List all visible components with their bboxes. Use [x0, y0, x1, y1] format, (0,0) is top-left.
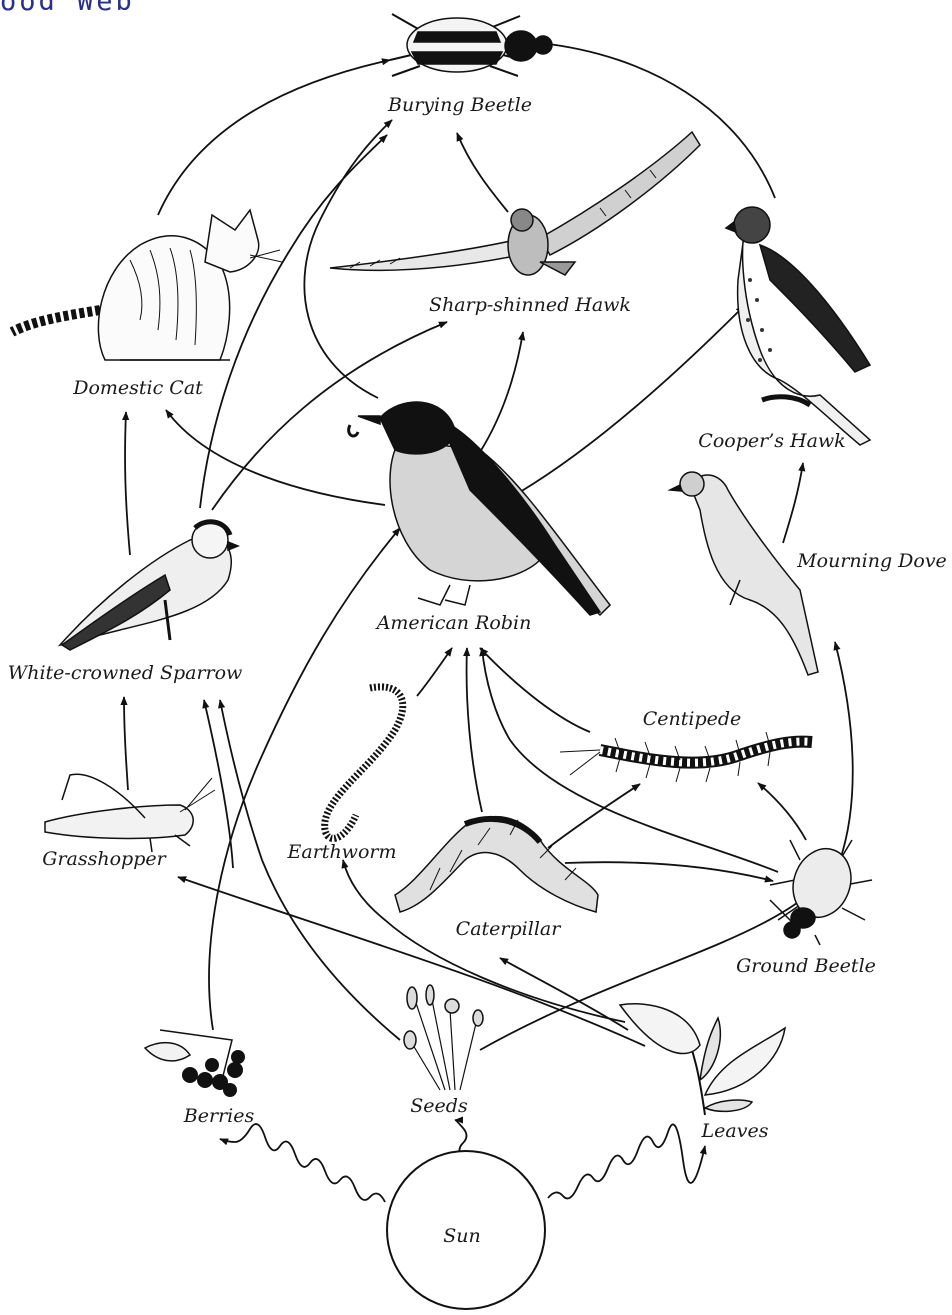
label-american-robin: American Robin [377, 612, 532, 634]
arrow-sharpshinned-to-beetle [457, 133, 508, 212]
arrow-caterpillar-to-groundbeetle [565, 862, 773, 881]
white-crowned-sparrow-picture [60, 522, 238, 650]
label-berries: Berries [184, 1105, 254, 1127]
centipede-picture [560, 732, 812, 782]
label-caterpillar: Caterpillar [456, 918, 561, 940]
label-mourning-dove: Mourning Dove [797, 550, 947, 572]
caterpillar-picture [395, 817, 598, 912]
label-burying-beetle: Burying Beetle [388, 94, 532, 116]
arrow-robin-to-cat [166, 410, 385, 505]
ray-sun-to-berries [220, 1124, 385, 1202]
berries-picture [145, 1030, 245, 1097]
label-grasshopper: Grasshopper [42, 848, 165, 870]
ground-beetle-picture [770, 840, 872, 945]
arrow-grasshopper-to-sparrow [124, 697, 128, 790]
domestic-cat-picture [12, 210, 282, 360]
arrow-robin-to-sharpshinned [480, 332, 523, 452]
arrow-berries-to-sparrow [204, 700, 233, 868]
seeds-picture [404, 985, 483, 1090]
label-sun: Sun [443, 1225, 481, 1247]
label-earthworm: Earthworm [288, 841, 397, 863]
leaves-picture [620, 1004, 785, 1115]
arrow-groundbeetle-to-centipede [758, 783, 806, 840]
arrow-caterpillar-to-centipede [548, 784, 640, 848]
arrow-robin-to-beetle [304, 120, 392, 398]
burying-beetle-picture [390, 14, 552, 76]
ray-sun-to-leaves [548, 1124, 705, 1198]
arrow-sparrow-to-cat [125, 412, 130, 555]
label-seeds: Seeds [410, 1095, 467, 1117]
sharp-shinned-hawk-picture [330, 132, 700, 275]
label-centipede: Centipede [643, 708, 742, 730]
label-white-crowned-sparrow: White-crowned Sparrow [8, 662, 243, 684]
arrow-caterpillar-to-robin [467, 648, 482, 812]
american-robin-picture [349, 402, 610, 615]
arrow-seeds-to-sparrow [220, 700, 400, 1040]
mourning-dove-picture [670, 472, 818, 675]
label-leaves: Leaves [702, 1120, 769, 1142]
label-sharp-shinned-hawk: Sharp-shinned Hawk [429, 294, 631, 316]
arrow-cat-to-beetle [158, 60, 390, 215]
arrow-dove-to-coopers [783, 463, 803, 543]
coopers-hawk-picture [726, 207, 870, 445]
arrow-centipede-to-robin [480, 648, 590, 732]
grasshopper-picture [45, 774, 215, 852]
arrow-earthworm-to-robin [417, 648, 452, 696]
label-coopers-hawk: Cooper’s Hawk [698, 430, 845, 452]
label-domestic-cat: Domestic Cat [73, 377, 203, 399]
earthworm-picture [325, 687, 403, 839]
arrow-robin-to-coopers [520, 306, 744, 492]
label-ground-beetle: Ground Beetle [736, 955, 876, 977]
diagram-title: ood Web [0, 0, 135, 17]
